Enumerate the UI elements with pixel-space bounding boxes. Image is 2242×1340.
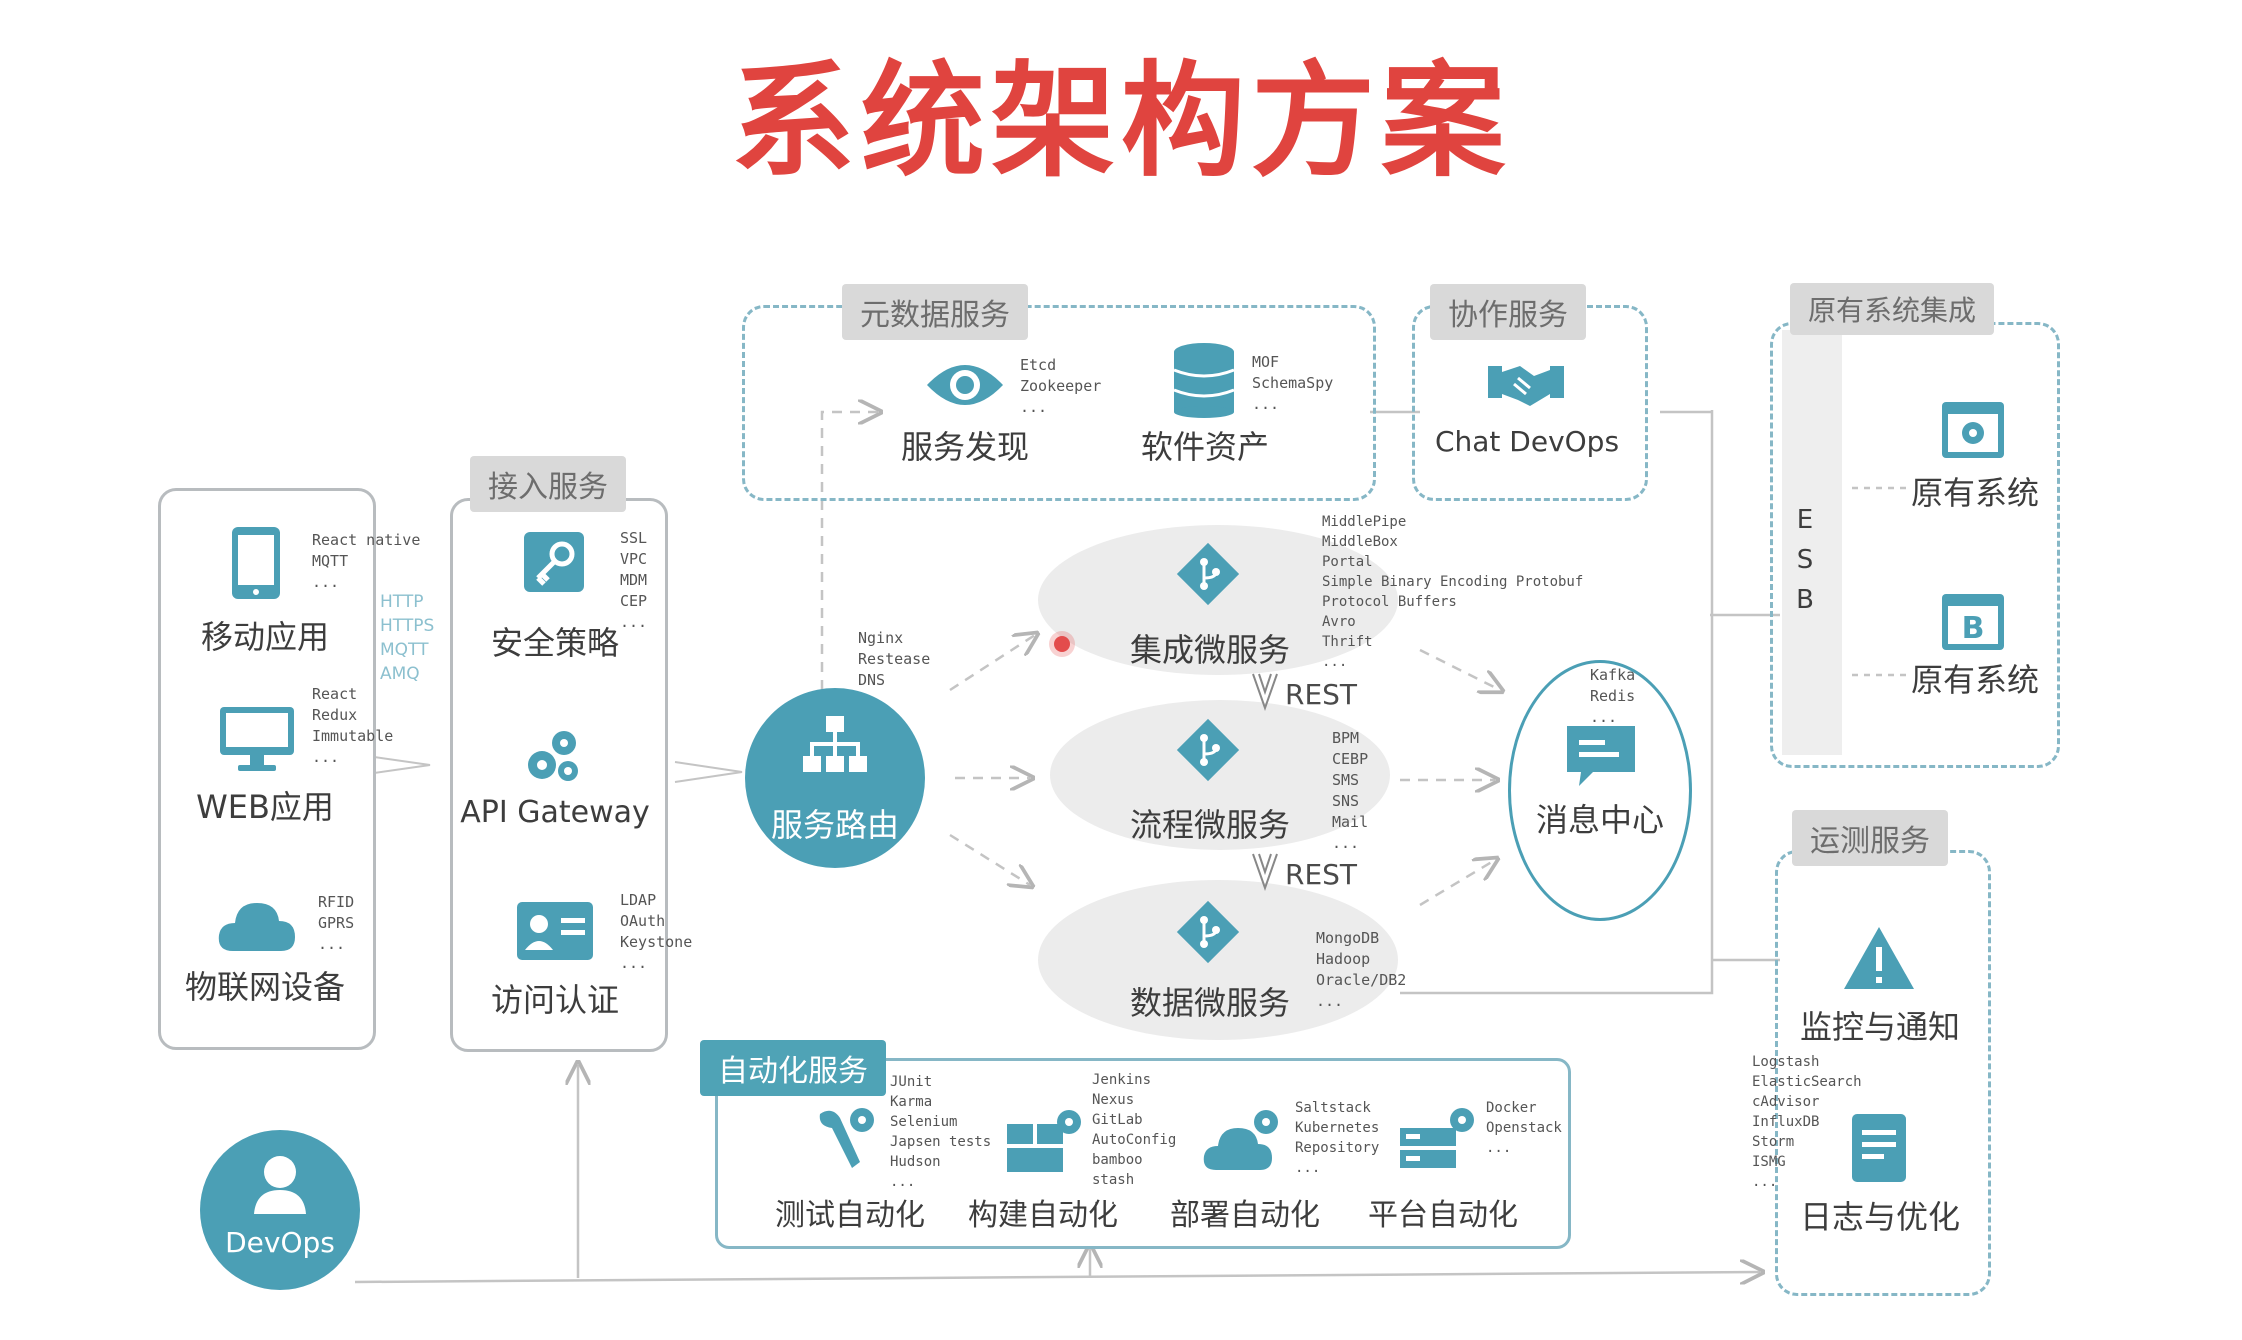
access-tag: 接入服务 xyxy=(470,456,626,512)
integration-service-label: 集成微服务 xyxy=(1130,631,1291,669)
mobile-app-note: React native MQTT ... xyxy=(312,531,421,591)
log-optimize-label: 日志与优化 xyxy=(1799,1198,1960,1236)
protocol-list: HTTP HTTPS MQTT AMQ xyxy=(380,592,435,684)
esb-bar xyxy=(1782,330,1842,755)
message-center-label: 消息中心 xyxy=(1535,801,1664,839)
database-icon xyxy=(1172,342,1236,418)
org-chart-icon xyxy=(800,712,870,782)
eye-icon xyxy=(925,355,1005,415)
process-service-bg xyxy=(1050,700,1390,850)
legacy-tag: 原有系统集成 xyxy=(1790,283,1995,335)
data-service-bg xyxy=(1038,880,1398,1040)
router-label: 服务路由 xyxy=(770,806,899,844)
api-gateway-label: API Gateway xyxy=(460,795,650,830)
cloud-icon xyxy=(215,895,299,955)
rest-label-2: REST xyxy=(1285,858,1358,891)
data-service-label: 数据微服务 xyxy=(1130,984,1291,1022)
test-automation-label: 测试自动化 xyxy=(775,1198,925,1233)
mobile-app-label: 移动应用 xyxy=(200,618,329,656)
esb-label: E S B xyxy=(1796,505,1814,615)
rest-arrow-2 xyxy=(1250,852,1280,892)
handshake-icon xyxy=(1488,360,1564,412)
test-automation-note: JUnit Karma Selenium Japsen tests Hudson… xyxy=(890,1074,992,1190)
server-gear-icon xyxy=(1398,1106,1478,1174)
monitor-notify-label: 监控与通知 xyxy=(1799,1008,1960,1046)
document-icon xyxy=(1850,1112,1908,1184)
auth-label: 访问认证 xyxy=(490,981,619,1019)
data-service-icon xyxy=(1172,896,1244,968)
build-automation-label: 构建自动化 xyxy=(968,1198,1118,1233)
pointer-dot xyxy=(1054,636,1070,652)
collab-tag: 协作服务 xyxy=(1430,284,1586,340)
gears-icon xyxy=(520,725,590,789)
legacy-system-2-label: 原有系统 xyxy=(1910,661,2039,699)
data-service-note: MongoDB Hadoop Oracle/DB2 ... xyxy=(1316,929,1407,1010)
metadata-panel xyxy=(742,305,1376,501)
chat-devops-label: Chat DevOps xyxy=(1434,425,1620,458)
automation-tag: 自动化服务 xyxy=(700,1040,886,1096)
message-center-ring xyxy=(1508,660,1692,921)
wrench-gear-icon xyxy=(810,1102,880,1172)
assets-label: 软件资产 xyxy=(1140,428,1269,466)
message-center-note: Kafka Redis ... xyxy=(1590,666,1636,726)
discovery-label: 服务发现 xyxy=(900,428,1029,466)
build-gear-icon xyxy=(1005,1108,1085,1174)
discovery-note: Etcd Zookeeper ... xyxy=(1020,356,1102,416)
key-icon xyxy=(522,530,586,594)
integration-service-bg xyxy=(1038,525,1398,675)
build-automation-note: Jenkins Nexus GitLab AutoConfig bamboo s… xyxy=(1092,1072,1177,1208)
platform-automation-label: 平台自动化 xyxy=(1368,1198,1518,1233)
process-service-label: 流程微服务 xyxy=(1130,806,1291,844)
deploy-automation-label: 部署自动化 xyxy=(1170,1198,1320,1233)
auth-note: LDAP OAuth Keystone ... xyxy=(620,891,693,972)
security-note: SSL VPC MDM CEP ... xyxy=(620,529,648,631)
platform-automation-note: Docker Openstack ... xyxy=(1486,1100,1562,1156)
iot-label: 物联网设备 xyxy=(184,968,345,1006)
devops-label: DevOps xyxy=(225,1226,335,1259)
deploy-automation-note: Saltstack Kubernetes Repository ... xyxy=(1295,1100,1380,1176)
warning-icon xyxy=(1842,925,1916,991)
integration-service-icon xyxy=(1172,538,1244,610)
assets-note: MOF SchemaSpy ... xyxy=(1252,353,1334,413)
router-note: Nginx Restease DNS xyxy=(858,629,931,689)
ops-note: Logstash ElasticSearch cAdvisor InfluxDB… xyxy=(1752,1054,1862,1190)
tablet-icon xyxy=(230,525,282,601)
gear-window-icon xyxy=(1940,400,2006,460)
b-window-icon: B xyxy=(1940,592,2006,652)
security-label: 安全策略 xyxy=(490,624,619,662)
iot-note: RFID GPRS ... xyxy=(318,893,355,953)
rest-label-1: REST xyxy=(1285,678,1358,711)
svg-text:B: B xyxy=(1962,611,1985,646)
rest-arrow-1 xyxy=(1250,672,1280,712)
user-icon xyxy=(252,1152,308,1216)
web-app-label: WEB应用 xyxy=(196,788,334,826)
metadata-tag: 元数据服务 xyxy=(842,284,1028,340)
process-service-note: BPM CEBP SMS SNS Mail ... xyxy=(1332,729,1369,852)
id-card-icon xyxy=(515,900,595,962)
web-app-note: React Redux Immutable ... xyxy=(312,685,394,766)
chat-icon xyxy=(1563,722,1639,790)
integration-service-note: MiddlePipe MiddleBox Portal Simple Binar… xyxy=(1322,514,1584,670)
ops-tag: 运测服务 xyxy=(1792,810,1948,866)
legacy-system-1-label: 原有系统 xyxy=(1910,474,2039,512)
cloud-gear-icon xyxy=(1200,1108,1282,1174)
page-title: 系统架构方案 xyxy=(730,50,1511,194)
monitor-icon xyxy=(218,705,296,775)
process-service-icon xyxy=(1172,714,1244,786)
